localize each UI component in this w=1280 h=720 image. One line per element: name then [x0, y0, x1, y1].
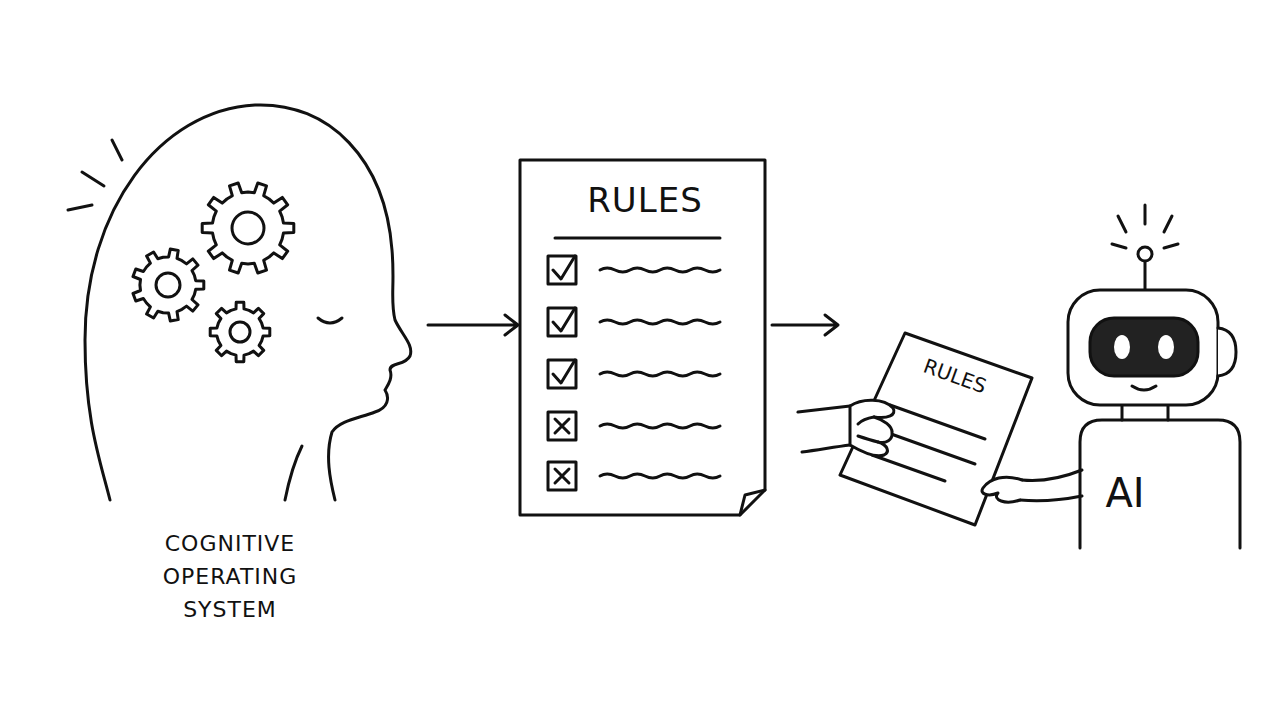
gear-hole [156, 273, 180, 297]
document-title: RULES [518, 180, 772, 220]
finger-line [858, 417, 874, 424]
text-squiggle [600, 372, 720, 376]
paper-line [872, 455, 945, 481]
finger-line [858, 436, 878, 442]
spark-line [1112, 244, 1126, 248]
check-mark [553, 360, 575, 383]
robot-chest-label: AI [1080, 470, 1170, 516]
gear-hole [230, 322, 250, 342]
system-label: COGNITIVE OPERATING SYSTEM [130, 527, 330, 626]
closed-eye [318, 318, 342, 323]
robot-head [1068, 290, 1218, 405]
text-squiggle [600, 424, 720, 428]
head-illustration [60, 95, 428, 510]
hand [850, 400, 894, 456]
title-underline [555, 237, 720, 240]
robot-hand [982, 477, 1022, 502]
head-outline [85, 105, 411, 500]
spark-line [82, 172, 104, 186]
text-squiggle [600, 474, 720, 478]
robot-eye [1114, 335, 1130, 359]
checkbox [548, 360, 576, 388]
antenna-ball [1138, 247, 1152, 261]
checkbox [548, 462, 576, 490]
robot-smile [1132, 386, 1156, 390]
robot-body [1080, 420, 1240, 548]
neck-line [285, 446, 302, 500]
gear [133, 249, 204, 321]
rules-document: RULES [518, 158, 772, 520]
robot-node: AI [975, 198, 1243, 550]
paper-line [890, 405, 985, 439]
spark-line [1164, 244, 1178, 248]
cross-mark [555, 419, 569, 433]
head-node: COGNITIVE OPERATING SYSTEM [60, 95, 428, 510]
cross-mark [555, 469, 569, 483]
spark-line [1118, 216, 1126, 232]
document-fold [740, 490, 765, 515]
spark-line [1144, 205, 1147, 224]
robot-ear [1218, 328, 1236, 376]
checkbox [548, 256, 576, 284]
robot-arm [1022, 470, 1082, 481]
spark-line [68, 205, 92, 210]
paper-outline [840, 333, 1032, 525]
check-mark [553, 308, 575, 331]
gear-hole [232, 212, 264, 244]
text-squiggle [600, 268, 720, 272]
flow-arrow [428, 315, 518, 335]
spark-line [1164, 216, 1172, 232]
sleeve-line [798, 406, 850, 412]
checkbox [548, 412, 576, 440]
gear [202, 183, 294, 273]
robot-eye [1158, 335, 1174, 359]
sleeve-line [802, 445, 850, 452]
text-squiggle [600, 320, 720, 324]
checkbox [548, 308, 576, 336]
antenna [1144, 262, 1147, 290]
gear [210, 302, 270, 362]
robot-arm [1020, 496, 1082, 501]
flow-arrow [772, 315, 838, 335]
robot-visor [1090, 318, 1198, 376]
check-mark [553, 256, 575, 279]
spark-line [112, 140, 122, 160]
paper-line [880, 430, 975, 464]
